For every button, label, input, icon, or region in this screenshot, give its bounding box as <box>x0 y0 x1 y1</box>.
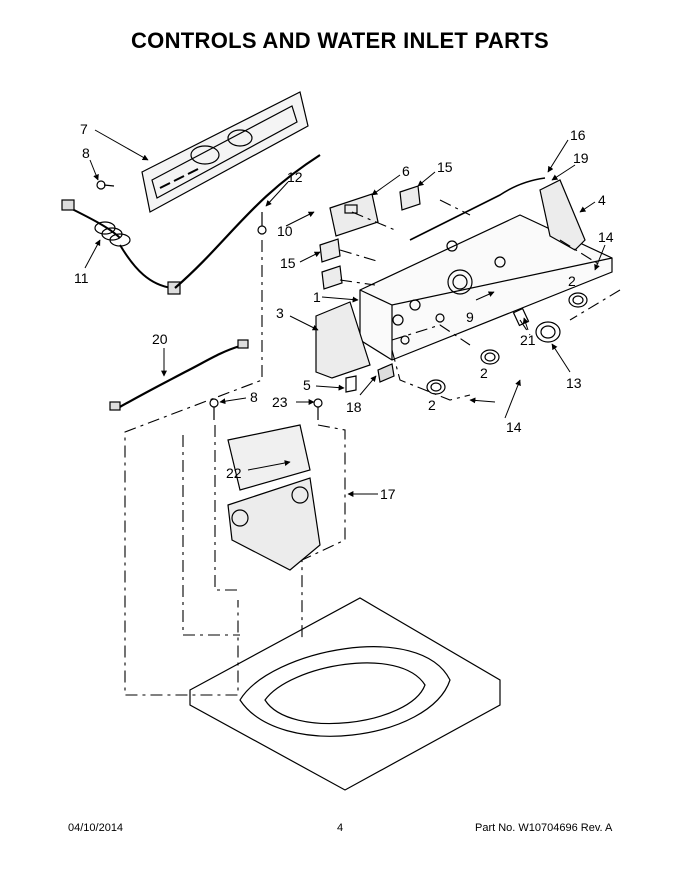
screw-upper <box>96 180 115 190</box>
callout-2-middle: 2 <box>480 365 488 381</box>
harness-wire <box>174 154 321 289</box>
power-cord <box>61 199 181 295</box>
callout-14-lower: 14 <box>506 419 522 435</box>
switch-lower-b <box>321 265 343 290</box>
callout-6: 6 <box>402 163 410 179</box>
callout-5: 5 <box>303 377 311 393</box>
dashed-guides <box>124 199 621 696</box>
lid-switch-lever <box>377 363 395 383</box>
strain-relief <box>257 212 267 235</box>
callout-3: 3 <box>276 305 284 321</box>
callout-4: 4 <box>598 192 606 208</box>
knob-1 <box>568 292 588 308</box>
footer-page-number: 4 <box>337 822 344 834</box>
footer-part-number: Part No. W10704696 Rev. A <box>475 822 613 834</box>
callout-16: 16 <box>570 127 586 143</box>
callout-22: 22 <box>226 465 242 481</box>
callout-15-upper: 15 <box>437 159 453 175</box>
console-wires <box>409 177 546 241</box>
callout-13: 13 <box>566 375 582 391</box>
callout-1: 1 <box>313 289 321 305</box>
callout-11: 11 <box>74 270 89 286</box>
wire-harness-lower <box>109 339 249 411</box>
callout-2-right: 2 <box>568 273 576 289</box>
end-cap-right <box>539 179 586 251</box>
page-title: CONTROLS AND WATER INLET PARTS <box>130 28 550 53</box>
callout-20: 20 <box>152 331 168 347</box>
switch-lower-a <box>319 238 341 263</box>
knob-2 <box>480 349 500 365</box>
callout-7: 7 <box>80 121 88 137</box>
knob-3 <box>426 379 446 395</box>
callout-12: 12 <box>287 169 303 185</box>
rear-panel <box>141 91 309 213</box>
callout-21: 21 <box>520 332 536 348</box>
callout-8-lower: 8 <box>250 389 258 405</box>
callout-2-left: 2 <box>428 397 436 413</box>
callout-18: 18 <box>346 399 362 415</box>
callout-23: 23 <box>272 394 288 410</box>
callout-15-lower: 15 <box>280 255 296 271</box>
cabinet-top <box>189 597 501 791</box>
callout-10: 10 <box>277 223 293 239</box>
callout-14-upper: 14 <box>598 229 614 245</box>
control-board <box>329 193 379 237</box>
knob-large <box>535 321 561 343</box>
screw-23 <box>313 398 323 420</box>
water-inlet-valve <box>227 424 321 571</box>
screw-lower <box>209 398 219 420</box>
actuator <box>512 307 530 327</box>
clip <box>345 375 357 393</box>
callout-19: 19 <box>573 150 589 166</box>
callout-8-upper: 8 <box>82 145 90 161</box>
end-cap-left <box>315 301 371 379</box>
switch-upper <box>399 185 421 211</box>
callout-17: 17 <box>380 486 396 502</box>
footer-date: 04/10/2014 <box>68 822 124 834</box>
callout-9: 9 <box>466 309 474 325</box>
